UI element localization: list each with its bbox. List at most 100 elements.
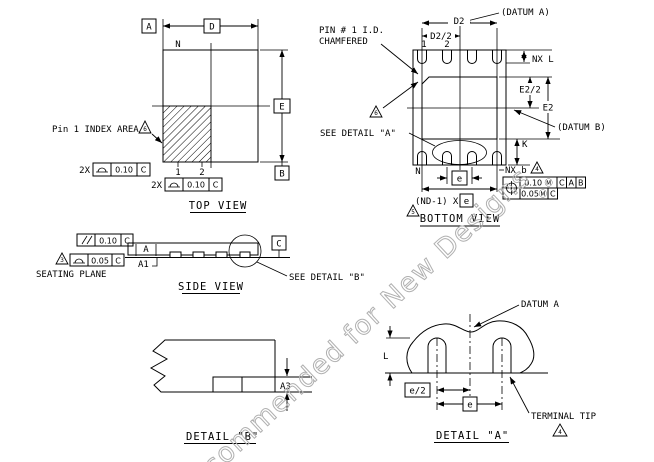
side-view-title: SIDE VIEW: [178, 281, 244, 293]
dim-d-box: [203, 18, 221, 34]
svg-text:0.05Ⓜ: 0.05Ⓜ: [521, 190, 547, 199]
bottom-view-body: [412, 49, 507, 166]
fcf-position: 0.10 Ⓜ C A B 0.05Ⓜ C: [502, 176, 586, 200]
dim-e2-half: E2/2: [519, 86, 541, 96]
detail-a-body: [406, 320, 535, 374]
dim-e-label: E: [279, 103, 284, 113]
pin1-leader: [151, 133, 163, 144]
fcf-parallelism: 0.10 C: [76, 233, 134, 247]
dim-d-label: D: [209, 23, 214, 33]
dim-e: e: [464, 197, 469, 207]
bottom-view: PIN # 1 I.D. CHAMFERED (DATUM A) D2 D2/2…: [319, 8, 606, 227]
dim-e-box: [451, 170, 468, 186]
dim-a3: A3: [280, 382, 291, 392]
dim-e-box: [459, 193, 474, 208]
watermark: Not Recommended for New Designs: [125, 162, 537, 462]
note-triangle-icon: [369, 105, 383, 118]
datum-b-callout: (DATUM B): [557, 123, 606, 133]
pin-n-label: N: [175, 40, 180, 50]
svg-text:C: C: [124, 237, 130, 246]
dim-d2: D2: [454, 17, 465, 27]
note-triangle-icon: [138, 119, 152, 134]
dim-nx-b: NX b: [505, 166, 527, 176]
datum-b-box: [274, 165, 290, 181]
svg-text:A: A: [569, 179, 575, 188]
fcf-profile-2: 0.10 C: [164, 177, 223, 192]
parallelism-symbol-icon: [81, 235, 93, 245]
note-number: 6: [374, 110, 378, 117]
svg-text:C: C: [550, 190, 556, 199]
profile-symbol-icon: [96, 167, 108, 173]
note-number: 4: [535, 166, 539, 173]
svg-text:0.10: 0.10: [99, 237, 117, 246]
dim-e-half-box: [404, 382, 431, 398]
see-detail-b-label: SEE DETAIL "B": [289, 273, 365, 283]
chamfer-leader: [380, 43, 419, 75]
detail-b-terminal: [212, 376, 243, 393]
detail-a-balloon: [432, 140, 487, 165]
dim-k: K: [522, 140, 528, 150]
svg-text:0.10: 0.10: [115, 166, 133, 175]
dim-l: L: [383, 352, 388, 362]
note-number: 3: [60, 257, 64, 264]
profile-symbol-icon: [168, 182, 180, 188]
fcf-profile-1: 0.10 C: [92, 162, 151, 177]
dim-e-box: [273, 98, 291, 114]
note-number: 5: [411, 209, 415, 216]
dim-nx-l: NX L: [532, 55, 554, 65]
pin2-number: 2: [444, 40, 449, 50]
note-triangle-icon: [530, 161, 544, 174]
datum-c-label: C: [276, 240, 281, 250]
dim-e: e: [457, 175, 462, 185]
see-detail-a-label: SEE DETAIL "A": [320, 129, 396, 139]
svg-text:C: C: [559, 179, 565, 188]
pin1-number: 1: [175, 168, 180, 178]
svg-text:C: C: [213, 181, 219, 190]
svg-text:C: C: [141, 166, 147, 175]
position-symbol-icon: [504, 181, 519, 195]
pin2-number: 2: [199, 168, 204, 178]
top-view-title: TOP VIEW: [189, 200, 248, 212]
datum-a-callout: DATUM A: [521, 300, 560, 310]
fcf-seating: 0.05 C: [69, 253, 125, 267]
pin1-index-label: Pin 1 INDEX AREA: [52, 125, 139, 135]
detail-b-balloon: [228, 234, 262, 268]
note-triangle-icon: [55, 252, 69, 265]
note-triangle-icon: [552, 423, 568, 437]
bottom-view-title: BOTTOM VIEW: [420, 213, 501, 225]
datum-a-label: A: [146, 23, 152, 33]
datum-b-label: B: [279, 170, 284, 180]
pin1-number: 1: [421, 40, 426, 50]
detail-a: L e/2 e DATUM A TERMINAL TIP 4 DETAIL "A…: [383, 300, 597, 443]
qty-label: 2X: [79, 166, 90, 176]
pin-n-label: N: [415, 167, 420, 177]
dim-e2: E2: [543, 104, 554, 114]
dim-d2-half: D2/2: [430, 32, 452, 42]
svg-text:0.10: 0.10: [187, 181, 205, 190]
qty-label: 2X: [151, 181, 162, 191]
svg-text:B: B: [578, 179, 584, 188]
detail-b: A3 DETAIL "B": [149, 339, 312, 444]
note-triangle-icon: [406, 204, 420, 217]
detail-b-body: [149, 339, 312, 393]
top-view: A D N E B Pin 1 INDEX AREA 6 2X 0.10 C 2…: [52, 18, 291, 213]
dim-e-half: e/2: [409, 387, 425, 397]
note-number: 4: [558, 429, 562, 436]
pin1-id-label-2: CHAMFERED: [319, 37, 368, 47]
detail-b-title: DETAIL "B": [186, 431, 259, 443]
bottom-row-pins: [417, 151, 502, 165]
dim-a1: A1: [138, 260, 149, 270]
top-row-pins: [417, 50, 502, 64]
datum-a-callout: (DATUM A): [501, 8, 550, 18]
svg-text:0.10 Ⓜ: 0.10 Ⓜ: [524, 179, 552, 188]
svg-text:C: C: [115, 257, 121, 266]
seating-plane-label: SEATING PLANE: [36, 270, 106, 280]
terminal-tip-label: TERMINAL TIP: [531, 412, 597, 422]
thermal-pad: [421, 76, 498, 140]
detail-a-terminals: [427, 337, 512, 373]
datum-a-box: [141, 18, 157, 34]
svg-text:0.05: 0.05: [91, 257, 109, 266]
detail-a-title: DETAIL "A": [436, 430, 509, 442]
